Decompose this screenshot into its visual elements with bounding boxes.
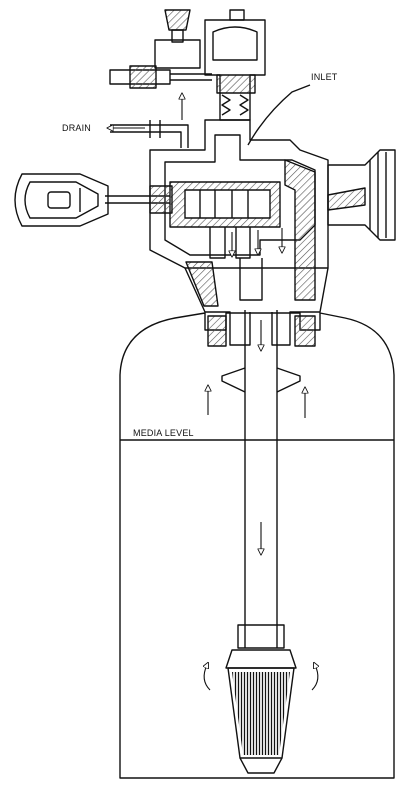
internal-channel-down: [209, 227, 251, 259]
media-level-label: MEDIA LEVEL: [133, 428, 194, 438]
right-cover-ribs: [369, 152, 387, 238]
right-cover-link: [327, 187, 366, 211]
shaft-bushing: [149, 185, 173, 214]
pilot-cap: [229, 9, 245, 21]
internal-channel-riser: [239, 258, 263, 301]
upper-port-tube: [170, 73, 212, 81]
flow-arrows: [110, 96, 318, 691]
bottom-screen-brush: [232, 672, 290, 755]
tank-outline: [119, 312, 395, 779]
pilot-block: [216, 74, 256, 94]
handle-grip-slot: [47, 191, 71, 209]
lower-distributor-tip: [239, 757, 283, 774]
drain-connector: [149, 120, 161, 138]
neck-thread-left: [207, 315, 227, 347]
neck-thread-right: [294, 315, 316, 347]
piston-bore: [184, 189, 271, 219]
pilot-dome: [212, 26, 258, 61]
lower-distributor-top: [225, 649, 297, 669]
small-valve-knob: [164, 9, 191, 31]
small-valve-body: [154, 39, 201, 69]
side-wall-right: [284, 159, 316, 301]
valve-body: [149, 119, 329, 269]
side-wall-left: [185, 261, 219, 307]
manual-handle: [14, 173, 109, 227]
upper-port-thread: [129, 65, 157, 89]
lower-distributor-cap: [237, 624, 285, 649]
upper-distributor: [221, 367, 301, 393]
pilot-spring: [221, 94, 249, 116]
inlet-lead-line: [247, 84, 311, 146]
pilot-tower: [204, 19, 266, 121]
piston-seals: [199, 190, 249, 218]
drain-label: DRAIN: [62, 123, 91, 133]
drain-line: [110, 124, 189, 148]
handle-inner: [24, 181, 99, 219]
small-valve-stem: [171, 29, 184, 43]
inlet-label: INLET: [311, 72, 338, 82]
valve-neck: [184, 267, 329, 346]
